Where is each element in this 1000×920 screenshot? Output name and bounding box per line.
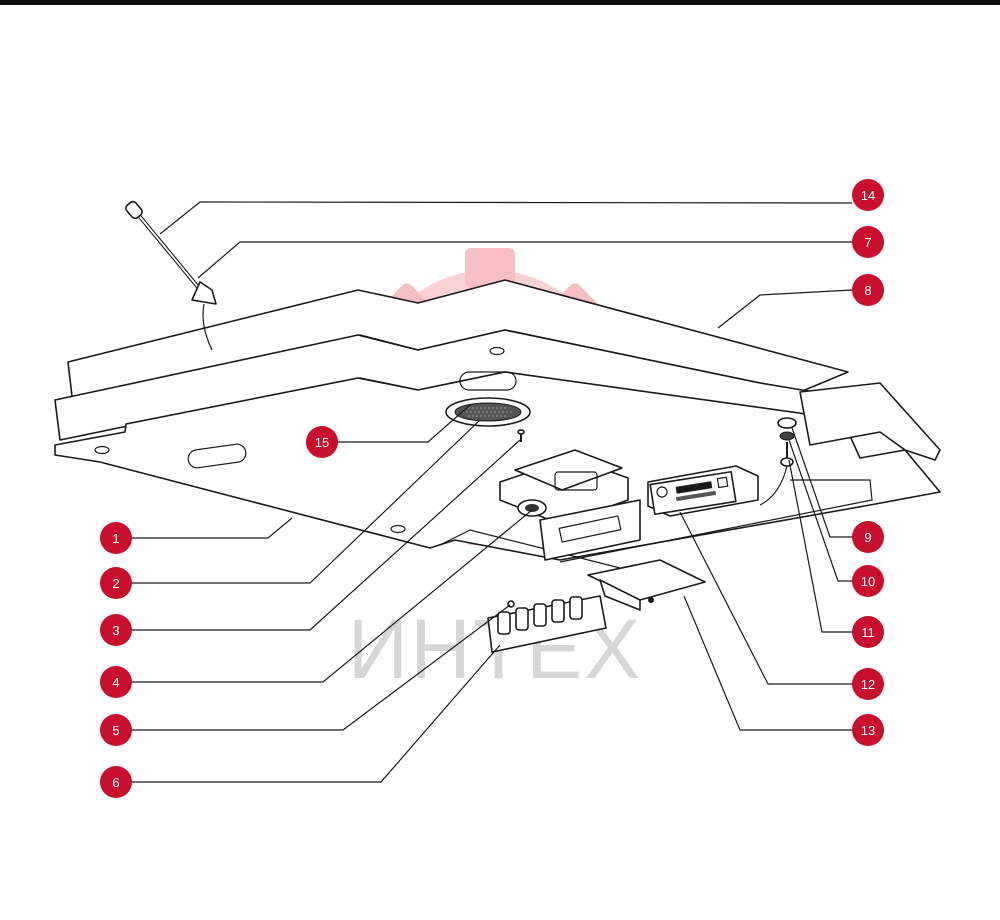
speaker-grille <box>445 397 531 427</box>
callout-3: 3 <box>100 614 132 646</box>
callout-number: 2 <box>112 576 119 591</box>
callout-15: 15 <box>306 426 338 458</box>
callout-12: 12 <box>852 668 884 700</box>
callout-number: 14 <box>861 188 875 203</box>
leader-line-11 <box>788 459 852 633</box>
callout-10: 10 <box>852 565 884 597</box>
leader-lines <box>132 201 853 783</box>
callout-11: 11 <box>852 616 884 648</box>
leader-line-8 <box>717 289 853 329</box>
callout-number: 12 <box>861 677 875 692</box>
leader-line-3 <box>132 439 521 631</box>
leader-line-7 <box>197 241 852 279</box>
callout-number: 9 <box>864 530 871 545</box>
leader-line-5 <box>132 604 511 731</box>
callout-number: 6 <box>112 775 119 790</box>
callout-13: 13 <box>852 714 884 746</box>
callout-5: 5 <box>100 714 132 746</box>
leader-line-10 <box>788 439 852 582</box>
leader-line-14 <box>159 201 853 235</box>
radio-unit <box>647 465 759 517</box>
callout-9: 9 <box>852 521 884 553</box>
callout-number: 13 <box>861 723 875 738</box>
antenna-mount <box>191 281 217 305</box>
callout-14: 14 <box>852 179 884 211</box>
callout-number: 1 <box>112 531 119 546</box>
callout-number: 15 <box>315 435 329 450</box>
roof-hole <box>390 524 406 534</box>
callout-number: 11 <box>861 625 875 640</box>
leader-line-6 <box>132 644 501 783</box>
callouts: 1 2 3 4 5 6 7 8 <box>100 179 884 798</box>
antenna <box>125 200 217 351</box>
cover-plate <box>587 559 706 611</box>
callout-number: 8 <box>864 283 871 298</box>
callout-8: 8 <box>852 274 884 306</box>
callout-1: 1 <box>100 522 132 554</box>
callout-2: 2 <box>100 567 132 599</box>
callout-number: 5 <box>112 723 119 738</box>
roof-side-bracket <box>799 382 941 461</box>
leader-line-4 <box>132 509 533 683</box>
callout-4: 4 <box>100 666 132 698</box>
leader-line-9 <box>791 427 852 538</box>
console-box <box>499 449 641 561</box>
roof-cutout-upper <box>459 371 517 391</box>
callout-number: 4 <box>112 675 119 690</box>
leader-line-13 <box>683 595 852 731</box>
top-rule <box>0 0 1000 5</box>
switch-panel <box>487 595 607 653</box>
leader-line-2 <box>132 419 481 584</box>
leader-line-15 <box>338 404 471 443</box>
antenna-cable <box>202 303 213 351</box>
roof-cutout-left <box>187 443 247 469</box>
callout-6: 6 <box>100 766 132 798</box>
roof-assembly <box>54 279 941 569</box>
callout-number: 3 <box>112 623 119 638</box>
roof-lower-panel <box>54 371 941 561</box>
roof-hole <box>94 445 110 455</box>
callout-7: 7 <box>852 226 884 258</box>
roof-hole <box>489 346 505 356</box>
callout-number: 10 <box>861 574 875 589</box>
screw <box>517 429 525 442</box>
leader-line-12 <box>679 511 852 685</box>
roof-rear-lip <box>559 479 873 563</box>
callout-number: 7 <box>864 235 871 250</box>
leader-line-1 <box>132 517 293 539</box>
